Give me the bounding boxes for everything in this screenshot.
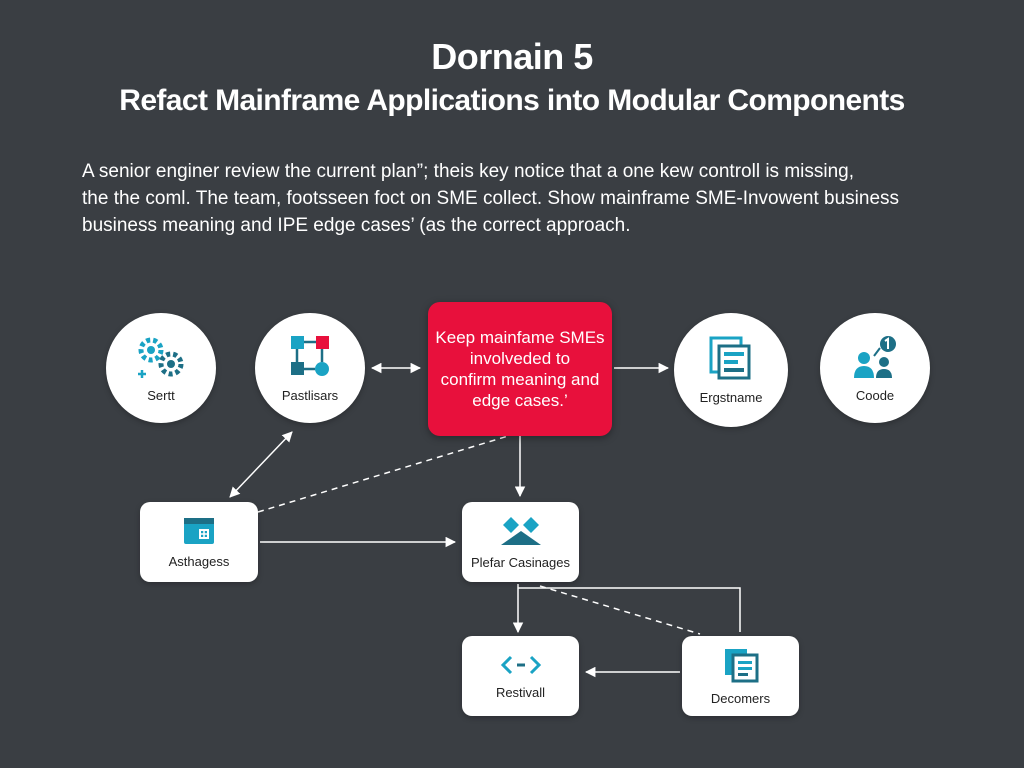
connector-plefar-decomers bbox=[518, 587, 741, 632]
intro-line: business meaning and IPE edge cases’ (as… bbox=[82, 215, 631, 236]
intro-paragraph: A senior enginer review the current plan… bbox=[82, 158, 982, 239]
node-asthagess: Asthagess bbox=[140, 502, 258, 582]
connector-plefar-decomers-dashed bbox=[539, 585, 701, 635]
diagram-subtitle: Refact Mainframe Applications into Modul… bbox=[119, 84, 905, 117]
diagram-title: Dornain 5 bbox=[431, 36, 593, 77]
callout-line: edge cases.’ bbox=[472, 391, 568, 410]
documents-icon bbox=[724, 648, 758, 682]
flowchart-icon bbox=[291, 335, 329, 376]
node-restivall: Restivall bbox=[462, 636, 579, 716]
intro-line: the the coml. The team, footsseen foct o… bbox=[82, 188, 900, 209]
node-label: Decomers bbox=[710, 690, 771, 706]
intro-line: A senior enginer review the current plan… bbox=[82, 161, 854, 182]
node-plefar-casinages: Plefar Casinages bbox=[462, 502, 579, 582]
callout-line: confirm meaning and bbox=[440, 370, 600, 389]
node-sertt: Sertt bbox=[106, 313, 216, 423]
node-decomers: Decomers bbox=[682, 636, 799, 716]
node-ergstname: Ergstname bbox=[674, 313, 788, 427]
documents-icon bbox=[709, 336, 751, 379]
node-label: Pastlisars bbox=[281, 387, 339, 403]
node-coode: Coode bbox=[820, 313, 930, 423]
callout-line: Keep mainfame SMEs bbox=[435, 328, 605, 347]
node-label: Sertt bbox=[147, 387, 175, 403]
node-label: Restivall bbox=[495, 684, 546, 700]
team-icon bbox=[854, 335, 896, 378]
connector-asthagess-pastlisars bbox=[229, 431, 293, 498]
gears-icon bbox=[138, 337, 184, 378]
node-label: Ergstname bbox=[699, 389, 763, 405]
connector-asthagess-callout-dashed bbox=[257, 435, 509, 513]
callout-line: involveded to bbox=[469, 349, 571, 368]
modules-icon bbox=[500, 516, 541, 545]
node-label: Asthagess bbox=[168, 553, 230, 569]
node-label: Plefar Casinages bbox=[471, 554, 570, 570]
node-label: Coode bbox=[855, 387, 895, 403]
folder-icon bbox=[184, 517, 214, 544]
code-icon bbox=[500, 655, 541, 674]
node-pastlisars: Pastlisars bbox=[255, 313, 365, 423]
callout-keep-smes: Keep mainfame SMEs involveded to confirm… bbox=[428, 302, 612, 436]
